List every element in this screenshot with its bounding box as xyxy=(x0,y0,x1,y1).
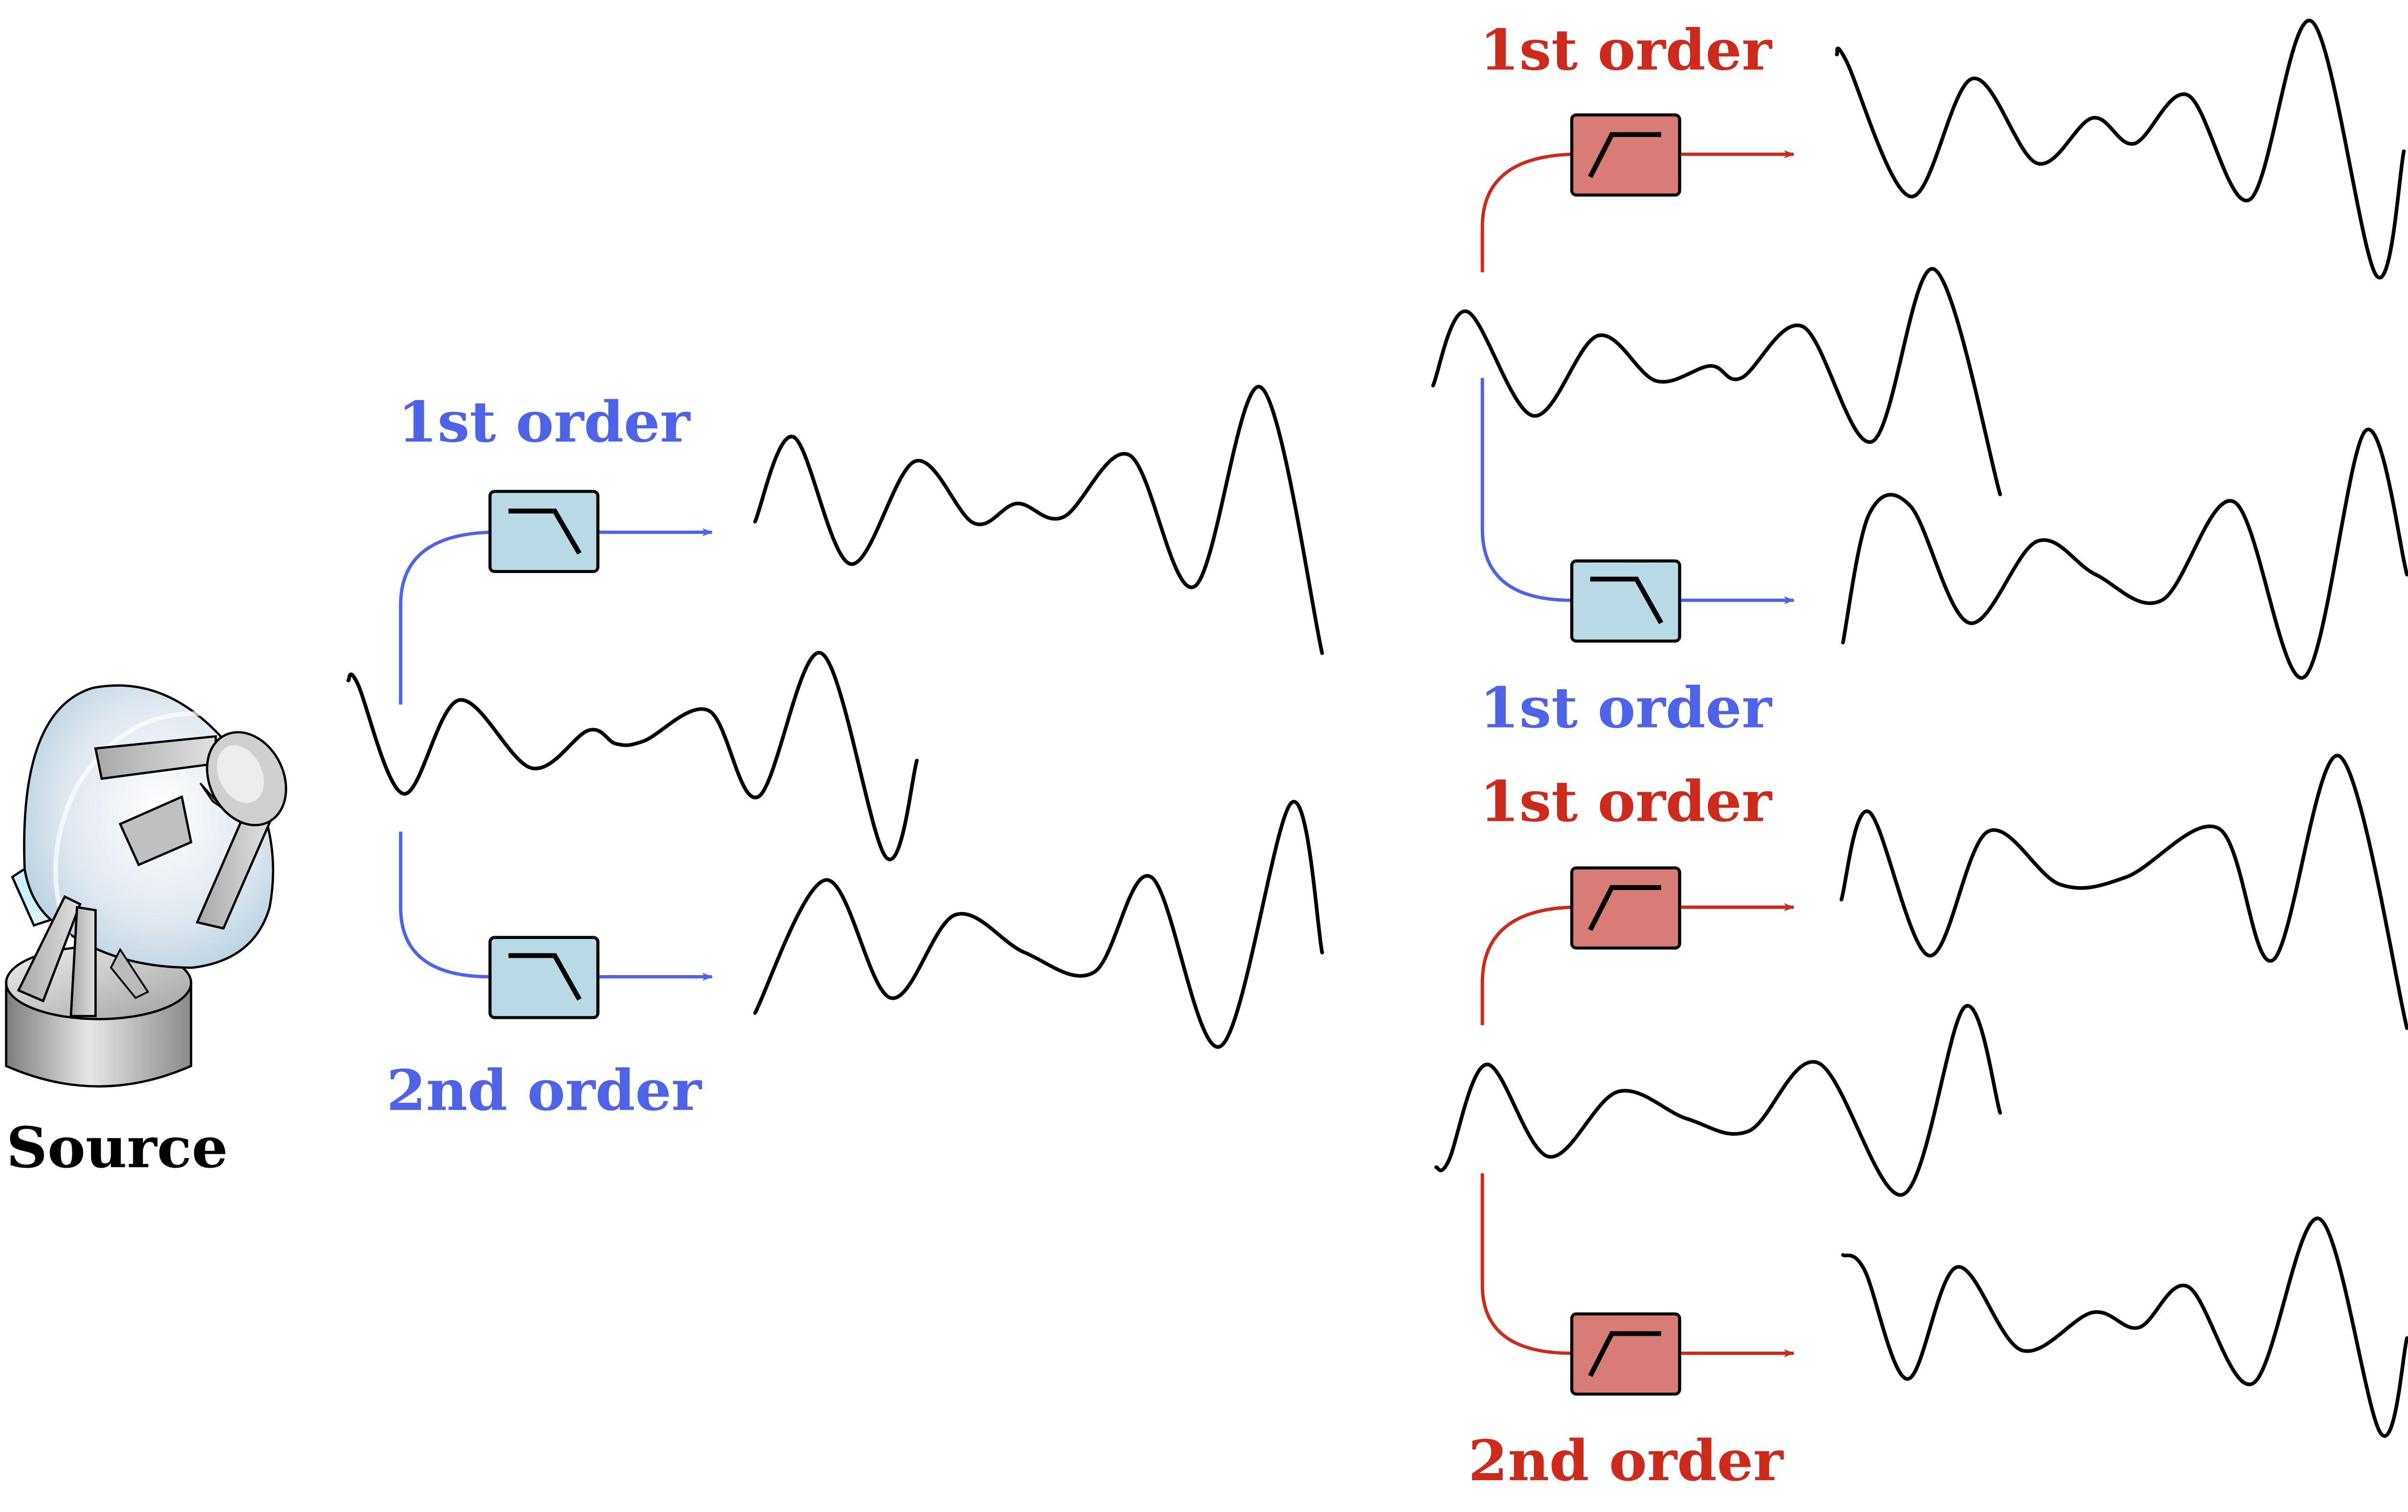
satellite-dish-icon xyxy=(5,684,288,1088)
highpass-filter-right-1st-b xyxy=(1570,866,1681,950)
lowpass-response-icon xyxy=(508,508,582,555)
order-label-left-top: 1st order xyxy=(398,389,691,455)
branch-curve-right-3 xyxy=(1480,905,1572,1025)
branch-curve-right-4 xyxy=(1480,1173,1572,1355)
source-signal-wave xyxy=(346,651,919,861)
branch-curve-right-2 xyxy=(1480,378,1572,602)
lowpass-response-icon xyxy=(1590,576,1663,625)
branch-curve-right-1 xyxy=(1480,152,1572,273)
order-label-right-3: 1st order xyxy=(1479,769,1772,834)
order-label-right-2: 1st order xyxy=(1479,675,1772,741)
highpass-1st-output-wave-b xyxy=(1839,754,2408,1030)
source-label: Source xyxy=(6,1115,228,1181)
order-label-right-4: 2nd order xyxy=(1468,1428,1784,1494)
order-label-left-bottom: 2nd order xyxy=(386,1057,702,1123)
lowpass-filter-left-1st xyxy=(488,490,600,574)
lowpass-1st-output-wave-right xyxy=(1841,428,2408,680)
highpass-filter-right-2nd xyxy=(1570,1312,1681,1396)
lowpass-filter-right-1st xyxy=(1570,559,1681,643)
lowpass-1st-output-wave xyxy=(753,385,1324,655)
highpass-response-icon xyxy=(1588,132,1662,178)
highpass-filter-right-1st-a xyxy=(1570,113,1681,197)
waveforms xyxy=(346,19,2408,1438)
lowpass-2nd-output-wave xyxy=(753,800,1324,1049)
highpass-2nd-output-wave xyxy=(1841,1216,2408,1438)
source-signal-wave-right-b xyxy=(1434,1004,2002,1197)
source-signal-wave-right-a xyxy=(1431,267,2002,496)
branch-curve-left-top xyxy=(399,530,490,705)
highpass-response-icon xyxy=(1588,885,1662,931)
lowpass-response-icon xyxy=(508,953,582,1001)
highpass-1st-output-wave-a xyxy=(1835,19,2406,280)
branch-curve-left-bottom xyxy=(399,832,490,978)
order-label-right-1: 1st order xyxy=(1479,17,1772,83)
lowpass-filter-left-2nd xyxy=(488,936,600,1019)
highpass-response-icon xyxy=(1588,1331,1662,1377)
